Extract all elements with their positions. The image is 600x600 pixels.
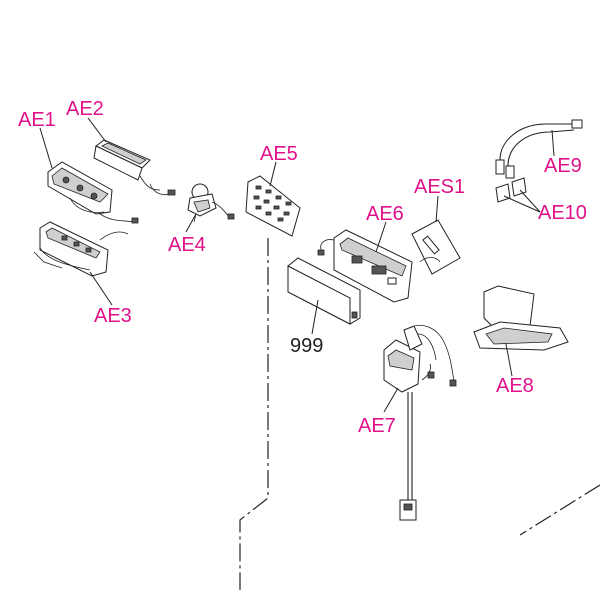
label-aes1: AES1: [414, 176, 465, 198]
part-ae7[interactable]: [383, 325, 457, 521]
label-ae4: AE4: [168, 234, 206, 256]
part-ae2[interactable]: [93, 139, 176, 196]
part-ae3[interactable]: [33, 221, 129, 277]
part-ae4[interactable]: [187, 183, 235, 223]
part-ae10[interactable]: [495, 177, 527, 203]
label-ae5: AE5: [260, 143, 298, 165]
part-ae9[interactable]: [495, 119, 583, 179]
part-ae1[interactable]: [47, 161, 139, 224]
label-ae1: AE1: [18, 109, 56, 131]
part-ae8[interactable]: [473, 285, 569, 351]
leader-lines: [39, 117, 555, 413]
part-ae5[interactable]: [245, 175, 301, 237]
part-aes1[interactable]: [411, 219, 461, 275]
label-ae7: AE7: [358, 415, 396, 437]
label-999: 999: [290, 335, 323, 357]
label-ae9: AE9: [544, 155, 582, 177]
label-ae6: AE6: [366, 203, 404, 225]
label-ae2: AE2: [66, 98, 104, 120]
label-ae3: AE3: [94, 305, 132, 327]
label-ae8: AE8: [496, 375, 534, 397]
part-ae6[interactable]: [317, 229, 413, 303]
part-999[interactable]: [287, 257, 361, 325]
label-ae10: AE10: [538, 202, 587, 224]
frame-outline: [239, 238, 600, 590]
